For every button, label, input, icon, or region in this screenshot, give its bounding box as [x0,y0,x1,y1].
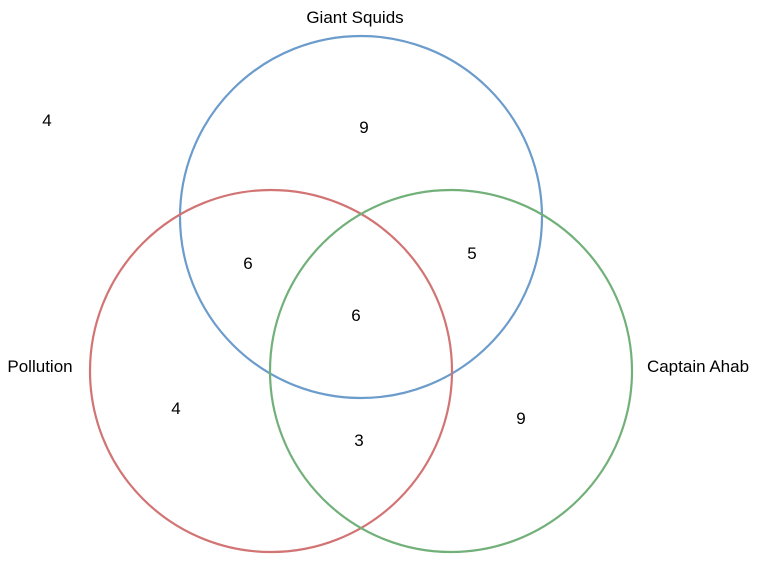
all-three-count: 6 [351,306,360,325]
outside-count: 4 [42,111,51,130]
giant-squids-label: Giant Squids [306,8,403,27]
giant-squids-circle [178,34,544,400]
pollution-circle [88,188,454,554]
giant-squids-pollution-count: 6 [243,254,252,273]
giant-squids-captain-ahab-count: 5 [467,244,476,263]
captain-ahab-label: Captain Ahab [647,357,749,376]
pollution-captain-ahab-count: 3 [354,431,363,450]
pollution-only-count: 4 [171,399,180,418]
captain-ahab-only-count: 9 [516,409,525,428]
pollution-label: Pollution [7,357,72,376]
giant-squids-only-count: 9 [359,118,368,137]
captain-ahab-circle [268,188,634,554]
